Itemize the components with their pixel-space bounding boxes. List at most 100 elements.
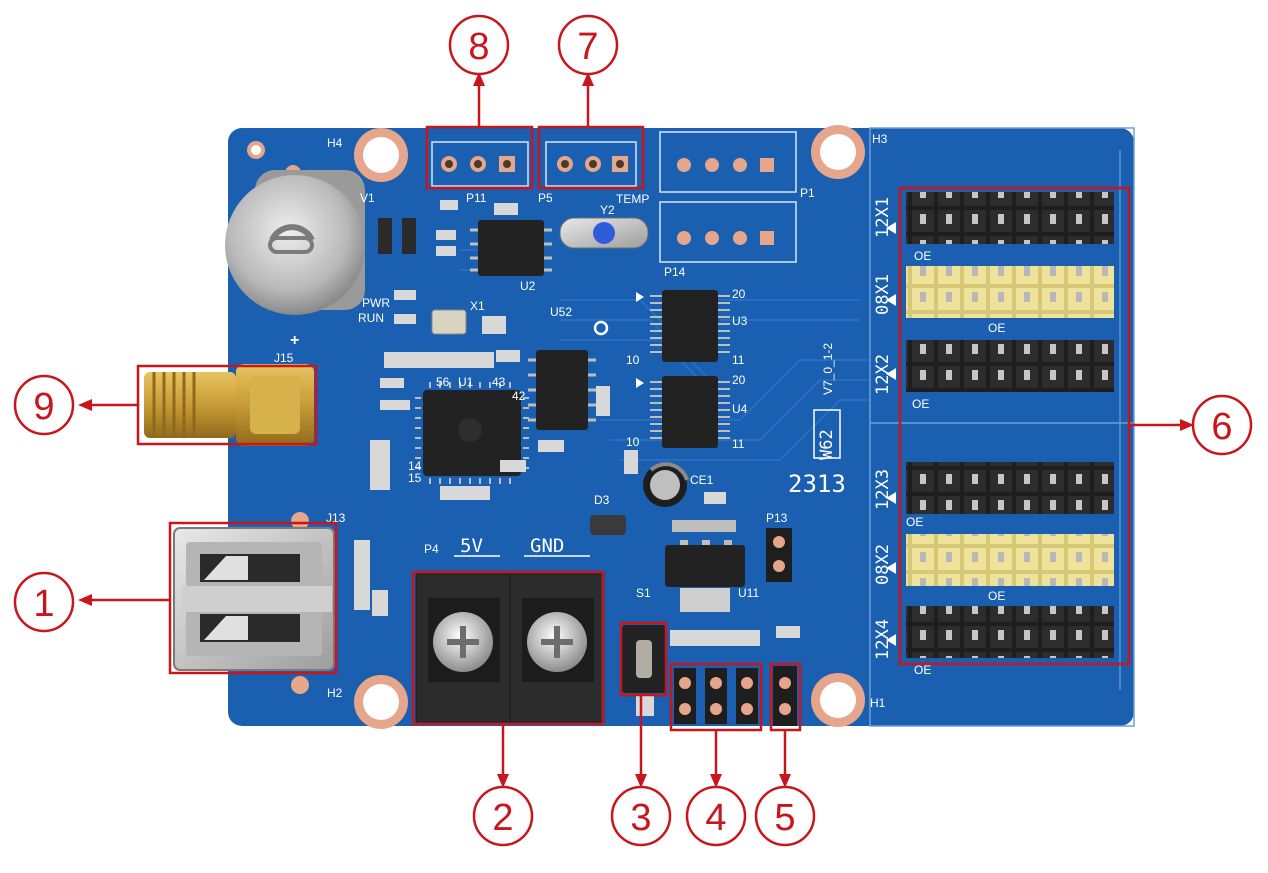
hub-label-08x1: 08X1	[873, 274, 893, 315]
u3-pin-top: 20	[732, 287, 746, 301]
callout-4-number: 4	[705, 797, 726, 839]
hub-label-12x2: 12X2	[873, 354, 893, 395]
callout-3: 3	[610, 785, 672, 847]
mount-hole-h3	[811, 125, 865, 179]
hub-12x1	[906, 192, 1114, 244]
ref-j15: J15	[274, 351, 294, 365]
u1-pin-e: 14	[408, 459, 422, 473]
header-p1	[659, 131, 797, 193]
highlight-terminal	[411, 570, 605, 726]
ref-p1: P1	[800, 186, 815, 200]
terminal-5v-label: 5V	[460, 535, 483, 557]
mount-hole-h2	[354, 675, 408, 729]
callout-7-number: 7	[577, 26, 598, 68]
callout-2: 2	[472, 785, 534, 847]
u1-pin-b: 43	[492, 375, 506, 389]
ref-u4: U4	[732, 402, 748, 416]
u4-pin-bottom: 11	[732, 437, 745, 451]
chip-u52	[528, 320, 609, 430]
callout-leaders	[78, 72, 1194, 788]
callout-4: 4	[685, 785, 747, 847]
mcu-chip-u1	[415, 382, 529, 484]
oe-label-6: OE	[914, 663, 931, 677]
callout-7: 7	[557, 14, 619, 76]
ref-h2: H2	[327, 686, 343, 700]
ref-p5: P5	[538, 191, 553, 205]
callout-markers: 1 2 3 4 5 6 7 8	[13, 14, 1253, 847]
u3-pin-bottom: 11	[732, 353, 745, 367]
battery-plus-label: +	[290, 332, 299, 349]
ref-h1: H1	[870, 696, 886, 710]
version-label: V7_0_1-2	[821, 343, 835, 395]
ref-p4: P4	[424, 542, 439, 556]
ref-x1: X1	[470, 299, 485, 313]
hub-08x2	[906, 534, 1114, 586]
ref-u3: U3	[732, 314, 748, 328]
callout-1-number: 1	[33, 583, 54, 625]
hub-12x2	[906, 340, 1114, 392]
u1-pin-c: 42	[512, 389, 526, 403]
usb-port	[173, 527, 335, 671]
oe-label-3: OE	[912, 397, 929, 411]
ref-u2: U2	[520, 279, 536, 293]
small-components	[354, 200, 800, 646]
mounting-holes	[247, 125, 865, 729]
callout-5-number: 5	[774, 797, 795, 839]
ref-d3: D3	[594, 493, 610, 507]
ref-p11: P11	[466, 191, 487, 205]
hub-connectors	[636, 192, 1114, 658]
u4-pin-left: 10	[626, 435, 640, 449]
u1-pin-a: 56	[436, 375, 450, 389]
callout-1: 1	[13, 571, 75, 633]
hub-12x4	[906, 606, 1114, 658]
hub-08x1	[906, 266, 1114, 318]
oe-label-1: OE	[914, 249, 931, 263]
callout-9-number: 9	[33, 386, 54, 428]
callout-3-number: 3	[630, 797, 651, 839]
ref-u1: U1	[458, 375, 474, 389]
callout-6-number: 6	[1211, 406, 1232, 448]
hub-label-12x4: 12X4	[873, 619, 893, 660]
oe-label-5: OE	[988, 589, 1005, 603]
antenna-connector	[144, 364, 314, 446]
coin-battery: +	[225, 170, 365, 349]
ref-v1: V1	[360, 191, 375, 205]
highlight-button	[619, 621, 668, 697]
u4-pin-top: 20	[732, 373, 746, 387]
callout-8-number: 8	[468, 26, 489, 68]
terminal-gnd-label: GND	[530, 535, 564, 557]
mount-hole-h1	[811, 673, 865, 727]
callout-8: 8	[448, 14, 510, 76]
ref-ce1: CE1	[690, 473, 714, 487]
header-p11-pins	[431, 141, 529, 187]
header-p5-pins	[545, 141, 637, 187]
header-p14	[659, 201, 797, 263]
hub-label-08x2: 08X2	[873, 544, 893, 585]
crystal-y2	[559, 217, 649, 249]
header-5-pins	[773, 666, 797, 726]
ref-u11: U11	[738, 586, 759, 600]
chip-u3	[650, 290, 730, 362]
oe-label-2: OE	[988, 321, 1005, 335]
model-label: W62	[817, 429, 837, 460]
u3-pin-left: 10	[626, 353, 640, 367]
hub-12x3	[906, 462, 1114, 514]
ref-s1: S1	[636, 586, 651, 600]
run-label: RUN	[358, 311, 384, 325]
u1-pin-d: 15	[408, 471, 422, 485]
regulator-u11	[665, 520, 745, 612]
highlight-usb	[168, 521, 338, 675]
callout-9: 9	[13, 374, 75, 436]
highlight-p5	[537, 125, 645, 190]
ref-y2: Y2	[600, 203, 615, 217]
callout-5: 5	[754, 785, 816, 847]
ref-h4: H4	[327, 136, 343, 150]
date-code-label: 2313	[788, 470, 846, 498]
silkscreen-labels: 5V GND W62 V7_0_1-2 2313 TEMP PWR RUN 12…	[274, 132, 1005, 710]
hub-label-12x1: 12X1	[873, 197, 893, 238]
hub-label-12x3: 12X3	[873, 469, 893, 510]
ref-h3: H3	[872, 132, 888, 146]
ref-p13: P13	[766, 511, 788, 525]
chip-u4	[650, 376, 730, 448]
